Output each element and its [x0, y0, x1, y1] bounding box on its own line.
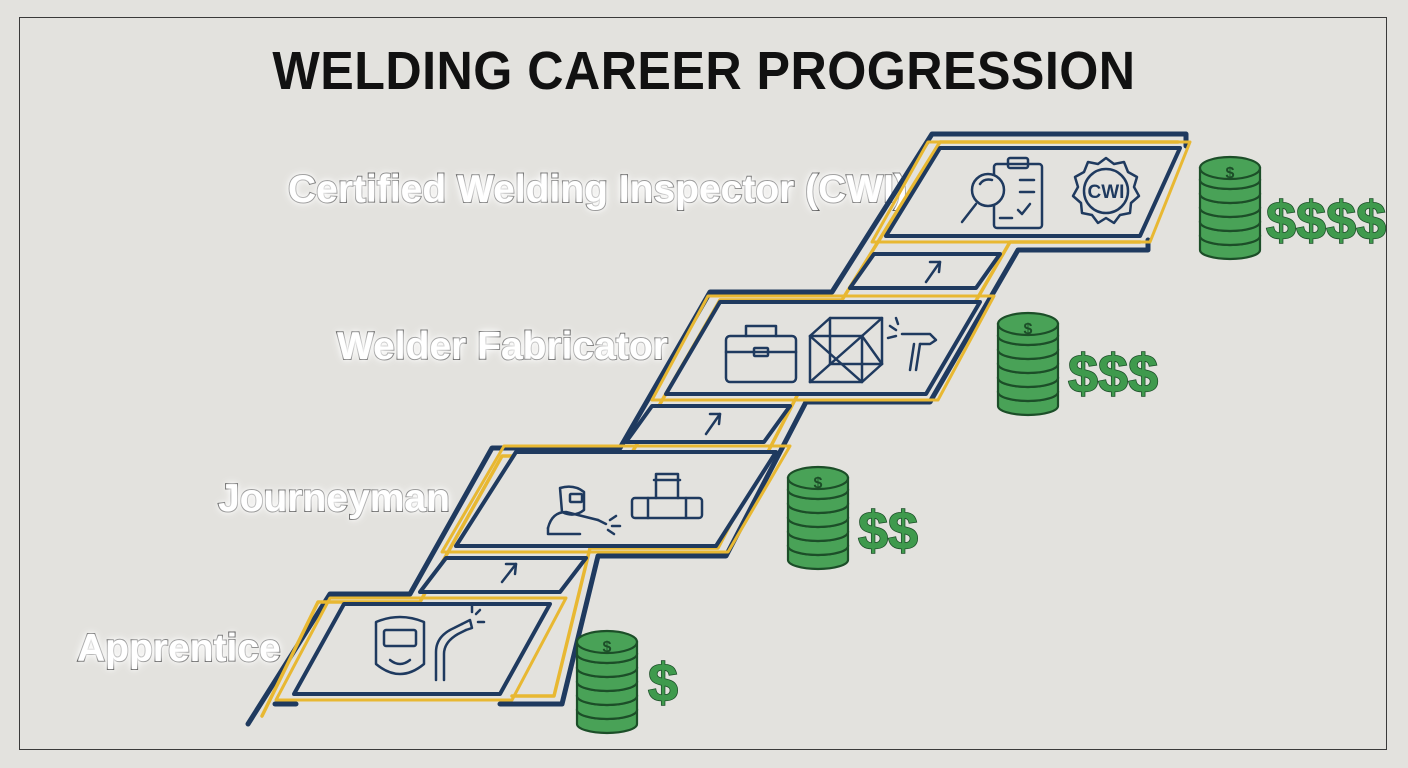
pipe-joint-icon: [630, 472, 704, 520]
coin-dollar-icon: $: [603, 639, 612, 656]
stage-label-fabricator: Welder Fabricator: [336, 324, 669, 369]
connector-journeyman-fabricator: [624, 404, 792, 444]
weld-gun-icon: [886, 316, 938, 372]
arrow-up-icon: [500, 562, 518, 584]
pay-level-fabricator: $$$: [1067, 343, 1159, 405]
arrow-up-icon: [704, 412, 722, 436]
coin-stack-journeyman: $: [786, 465, 850, 571]
pay-level-cwi: $$$$: [1265, 190, 1387, 252]
steel-frame-icon: [808, 316, 884, 384]
coin-stack-fabricator: $: [996, 311, 1060, 417]
stage-label-journeyman: Journeyman: [217, 476, 451, 521]
coin-dollar-icon: $: [1226, 165, 1235, 182]
career-track: [245, 131, 1189, 727]
coin-stack-apprentice: $: [575, 629, 639, 735]
toolbox-icon: [724, 324, 798, 384]
pay-level-apprentice: $: [647, 652, 679, 714]
cwi-seal-icon: [1071, 156, 1141, 225]
cwi-badge-text: CWI: [1088, 182, 1125, 203]
pay-level-journeyman: $$: [857, 500, 919, 562]
stage-label-cwi: Certified Welding Inspector (CWI): [287, 167, 908, 212]
coin-stack-cwi: $: [1198, 155, 1262, 261]
welding-helmet-icon: [374, 615, 426, 676]
welder-working-icon: [546, 485, 622, 536]
coin-dollar-icon: $: [814, 475, 823, 492]
stage-panel-journeyman: [440, 444, 792, 554]
stage-panel-apprentice: [274, 596, 568, 702]
connector-apprentice-journeyman: [418, 556, 588, 594]
coin-dollar-icon: $: [1024, 321, 1033, 338]
page-title: WELDING CAREER PROGRESSION: [272, 41, 1136, 101]
connector-fabricator-cwi: [848, 252, 1002, 290]
arrow-up-icon: [924, 260, 942, 284]
mig-torch-icon: [434, 604, 486, 682]
border-frame: [19, 17, 1387, 750]
inspection-clipboard-icon: [960, 156, 1044, 230]
stage-label-apprentice: Apprentice: [76, 626, 282, 671]
